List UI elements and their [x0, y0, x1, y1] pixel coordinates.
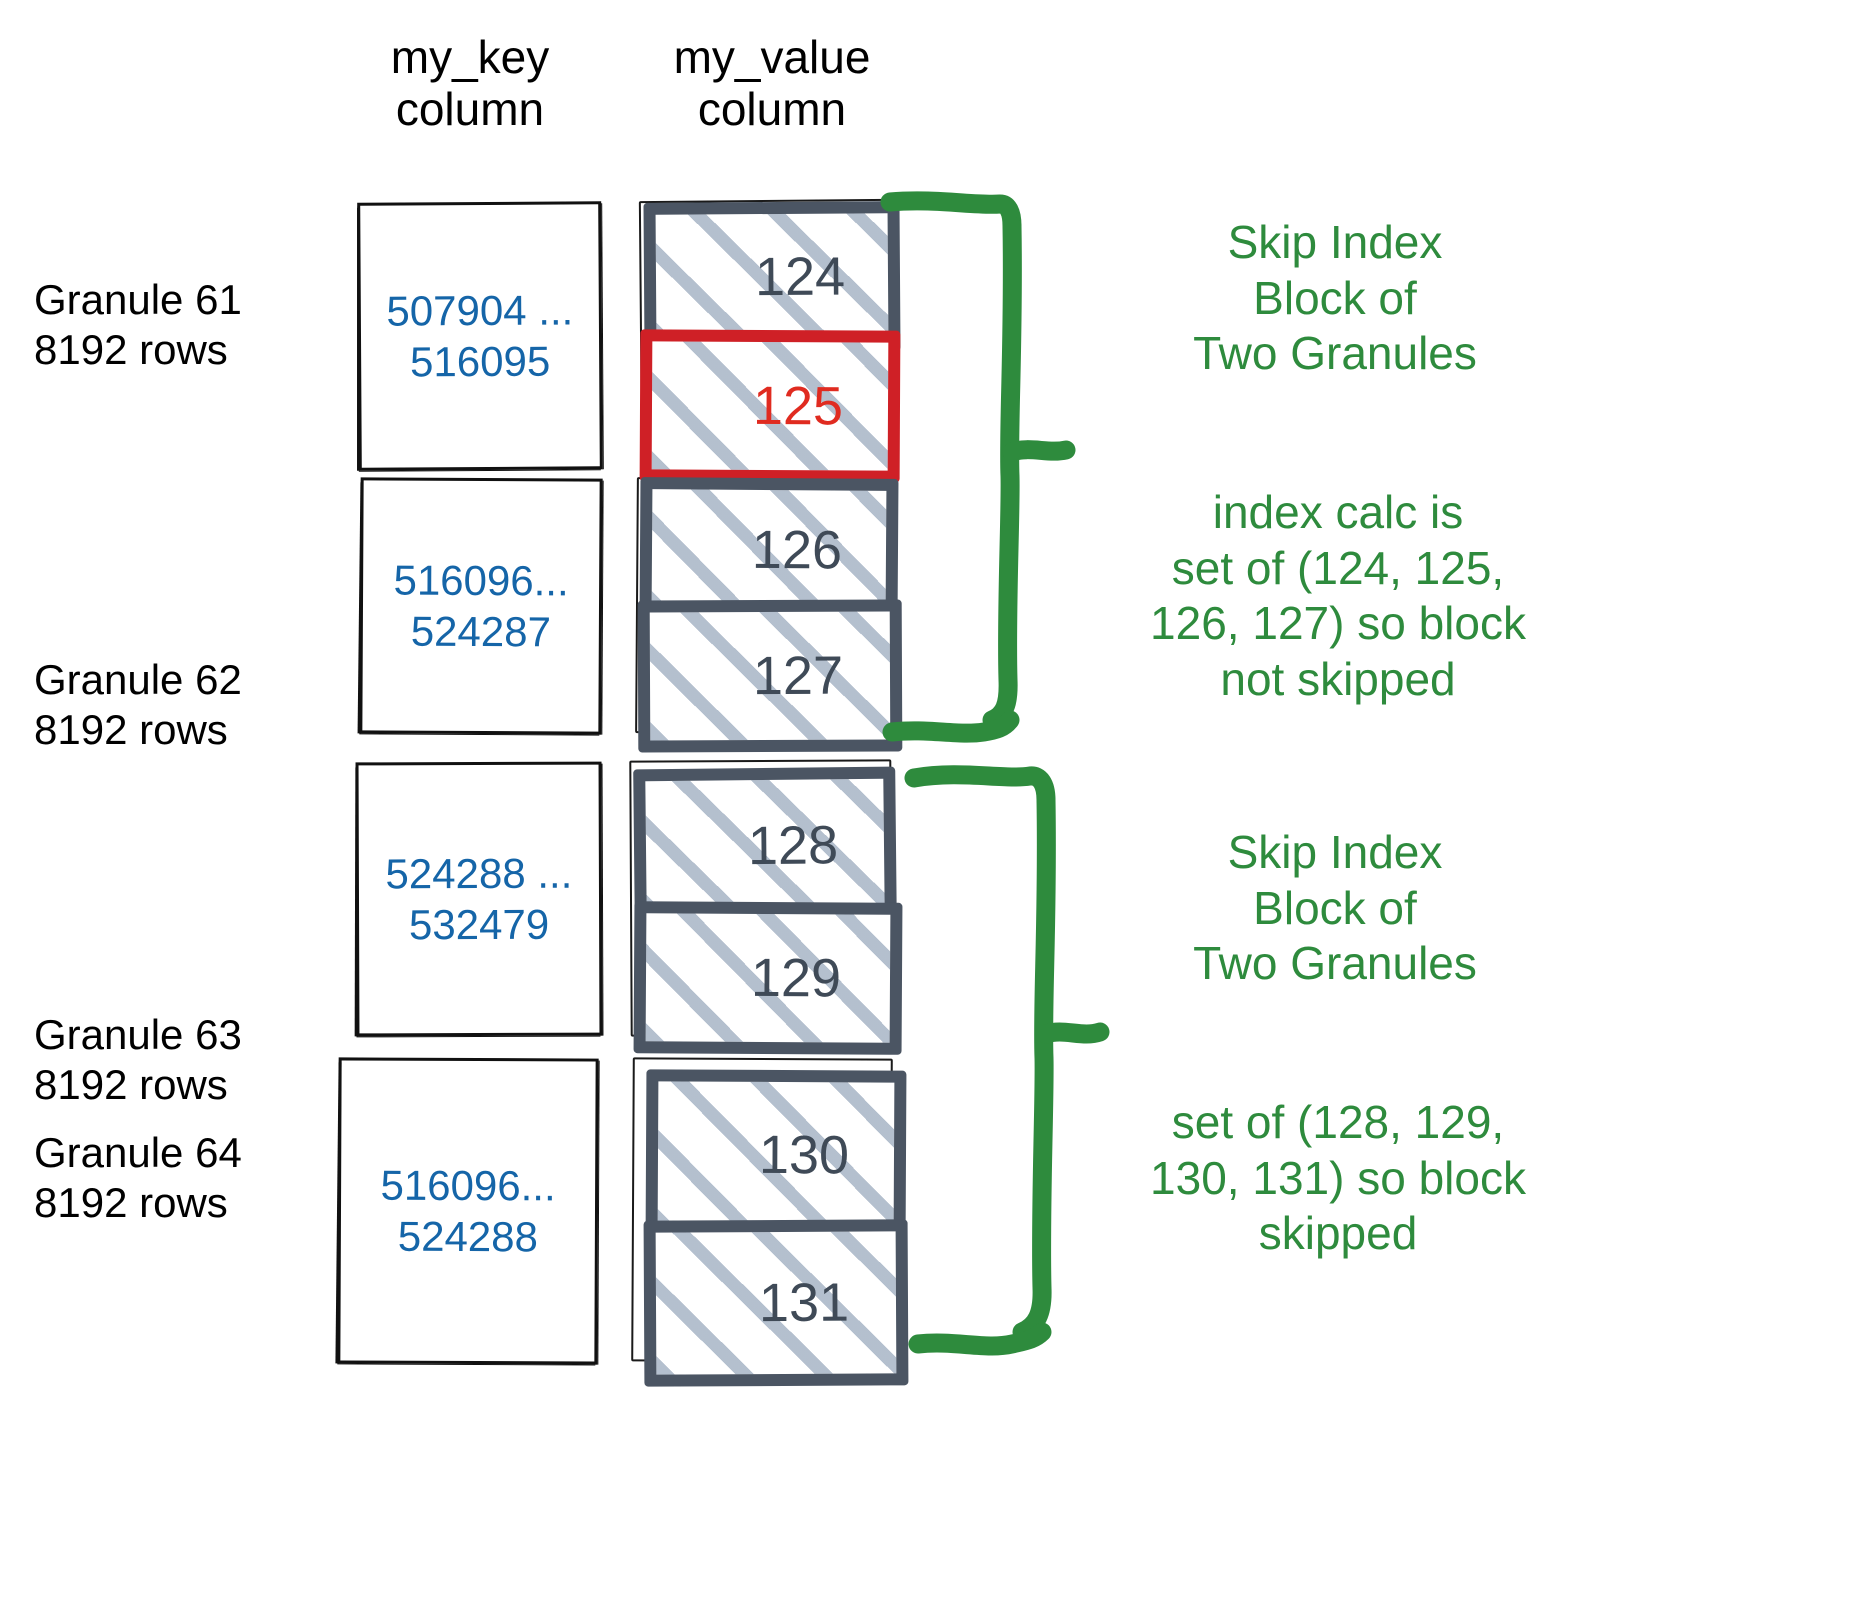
annotation-index-calc-not-skipped: index calc is set of (124, 125, 126, 127… — [1150, 486, 1526, 705]
key-range-63: 524288 ... 532479 — [385, 849, 573, 949]
value-label-126: 126 — [751, 519, 843, 581]
skip-index-brace-top — [880, 191, 1076, 743]
granule-label-62: Granule 62 8192 rows — [34, 656, 242, 754]
annotation-skip-index-block-bottom: Skip Index Block of Two Granules — [1193, 826, 1477, 990]
value-box-129: 129 — [633, 901, 903, 1055]
value-box-130: 130 — [645, 1069, 907, 1241]
granule-label-64: Granule 64 8192 rows — [34, 1129, 242, 1227]
key-range-62: 516096... 524287 — [393, 556, 569, 656]
value-label-129: 129 — [750, 947, 842, 1009]
value-box-125-highlighted: 125 — [639, 329, 901, 483]
key-range-64: 516096... 524288 — [380, 1161, 556, 1261]
value-label-127: 127 — [752, 645, 844, 707]
annotation-skip-index-block-top: Skip Index Block of Two Granules — [1193, 216, 1477, 380]
annotation-index-calc-skipped: set of (128, 129, 130, 131) so block ski… — [1150, 1096, 1526, 1260]
my-key-column-header: my_key column — [390, 31, 550, 135]
key-range-61: 507904 ... 516095 — [386, 286, 574, 386]
key-box-granule-64: 516096... 524288 — [337, 1057, 599, 1365]
value-label-124: 124 — [754, 246, 846, 308]
key-box-granule-63: 524288 ... 532479 — [355, 761, 603, 1037]
value-box-127: 127 — [637, 599, 903, 753]
key-box-granule-62: 516096... 524287 — [359, 477, 603, 735]
key-box-granule-61: 507904 ... 516095 — [357, 201, 603, 471]
my-value-column-header: my_value column — [673, 31, 871, 135]
granule-label-63: Granule 63 8192 rows — [34, 1011, 242, 1109]
value-label-128: 128 — [747, 815, 839, 877]
value-label-125: 125 — [752, 375, 844, 437]
value-label-131: 131 — [758, 1272, 850, 1334]
skip-index-brace-bottom — [904, 765, 1110, 1356]
value-box-131: 131 — [643, 1219, 909, 1387]
granule-label-61: Granule 61 8192 rows — [34, 276, 242, 374]
value-label-130: 130 — [758, 1124, 850, 1186]
